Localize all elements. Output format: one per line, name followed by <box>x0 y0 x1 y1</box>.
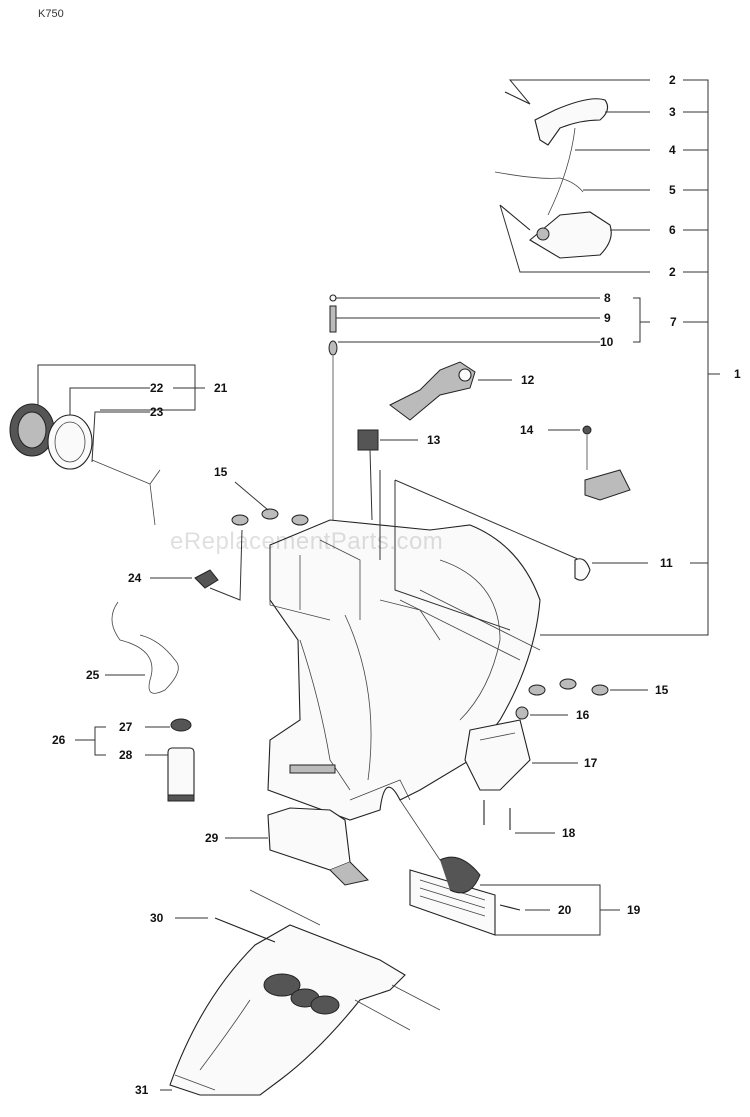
clip-11 <box>574 558 648 581</box>
callout-17: 17 <box>584 756 598 770</box>
choke-rod <box>328 294 650 520</box>
callout-1: 1 <box>734 367 741 381</box>
callout-30: 30 <box>150 911 164 925</box>
foot-17 <box>464 719 578 791</box>
throttle-wire-5 <box>494 171 584 193</box>
throttle-assembly <box>494 91 612 259</box>
throttle-trigger-3 <box>534 98 609 146</box>
callout-2-lower: 2 <box>669 265 676 279</box>
nut-16 <box>515 706 568 720</box>
washers-15-left <box>231 481 309 526</box>
callout-19: 19 <box>627 903 641 917</box>
screws-18 <box>483 800 555 834</box>
throttle-rod-4 <box>547 127 576 216</box>
washers-15-right <box>528 678 648 696</box>
callout-21: 21 <box>214 381 228 395</box>
callout-8: 8 <box>604 291 611 305</box>
callout-9: 9 <box>604 311 611 325</box>
callout-18: 18 <box>562 826 576 840</box>
callout-16: 16 <box>576 708 590 722</box>
callout-10: 10 <box>600 335 614 349</box>
callout-5: 5 <box>669 183 676 197</box>
clip-24 <box>150 529 243 601</box>
callout-26: 26 <box>52 733 66 747</box>
callout-24: 24 <box>128 571 142 585</box>
callout-labels: 2 3 4 5 6 2 8 9 7 10 1 12 13 14 15 11 15… <box>52 73 741 1097</box>
pin-2-bottom <box>499 204 531 231</box>
callout-brackets-top <box>499 79 720 636</box>
protector-31 <box>160 889 441 1096</box>
callout-15-right: 15 <box>655 683 669 697</box>
pin-2-top <box>504 91 531 105</box>
callout-20: 20 <box>558 903 572 917</box>
grommet-13 <box>357 429 418 521</box>
callout-6: 6 <box>669 223 676 237</box>
choke-control-12 <box>389 361 512 421</box>
callout-7: 7 <box>670 315 677 329</box>
ignition-module-14 <box>548 425 631 501</box>
callout-27: 27 <box>119 720 133 734</box>
spring-plate-19-20 <box>399 799 620 936</box>
air-filter-assembly <box>9 364 205 526</box>
callout-12: 12 <box>521 373 535 387</box>
callout-14: 14 <box>520 423 534 437</box>
model-code: K750 <box>38 8 64 20</box>
callout-4: 4 <box>669 143 676 157</box>
callout-31: 31 <box>135 1083 149 1097</box>
callout-11: 11 <box>660 556 673 570</box>
callout-15-left: 15 <box>214 465 228 479</box>
main-housing <box>267 470 581 821</box>
callout-29: 29 <box>205 831 219 845</box>
callout-23: 23 <box>150 405 164 419</box>
throttle-spring <box>536 227 550 241</box>
callout-13: 13 <box>427 433 441 447</box>
callout-22: 22 <box>150 381 164 395</box>
throttle-lock-6 <box>529 211 612 259</box>
callout-3: 3 <box>669 105 676 119</box>
watermark: eReplacementParts.com <box>170 528 444 555</box>
fuel-hose-25 <box>105 601 179 694</box>
cover-29 <box>225 807 370 886</box>
callout-28: 28 <box>119 748 133 762</box>
callout-2: 2 <box>669 73 676 87</box>
fuel-filter-26 <box>75 718 195 802</box>
callout-25: 25 <box>86 668 100 682</box>
